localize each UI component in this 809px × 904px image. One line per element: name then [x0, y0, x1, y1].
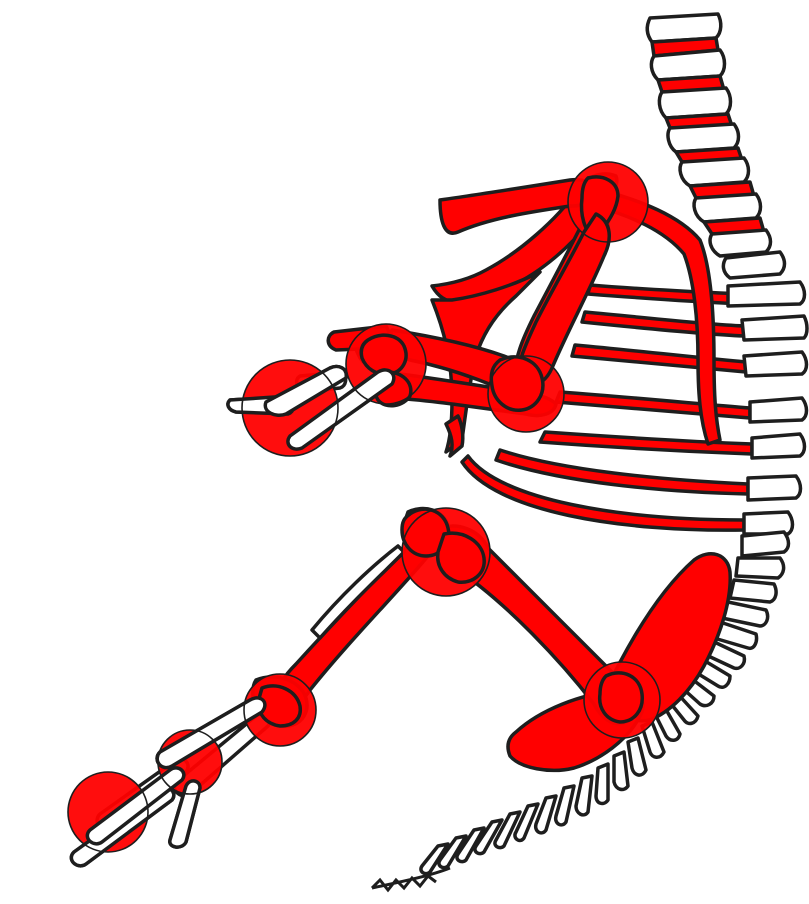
- skeleton-svg: [0, 0, 809, 904]
- diagram-canvas: [0, 0, 809, 904]
